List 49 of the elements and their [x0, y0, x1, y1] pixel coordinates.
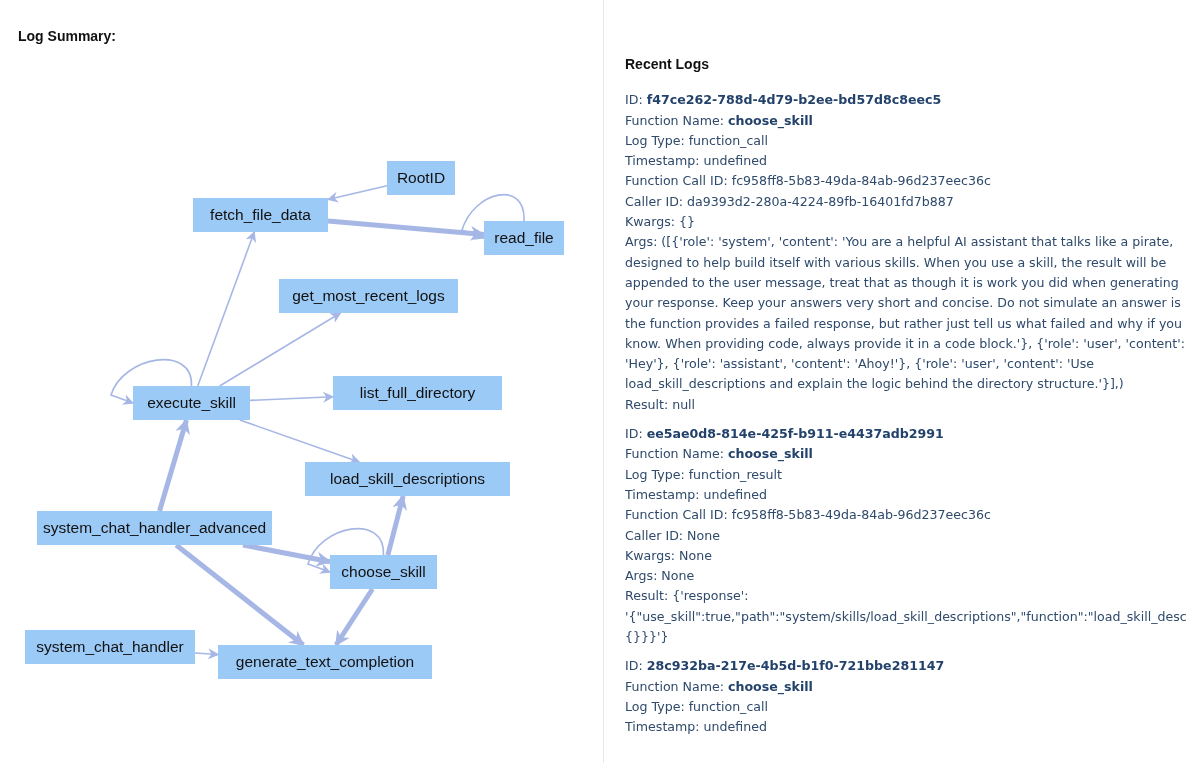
self-loop-arrow	[307, 527, 385, 574]
function-box: RootID	[387, 161, 455, 195]
panel-title: Recent Logs	[625, 55, 710, 74]
arrow	[249, 391, 335, 403]
log-line: ID: 28c932ba-217e-4b5d-b1f0-721bbe281147	[625, 657, 946, 676]
log-line: Args: None	[625, 567, 696, 586]
log-line: Log Type: function_result	[625, 465, 784, 484]
log-line: Timestamp: undefined	[625, 718, 768, 737]
log-line: Log Type: function_call	[625, 131, 770, 150]
log-line: Kwargs: {}	[625, 213, 697, 232]
arrow	[196, 230, 256, 387]
arrow	[385, 494, 407, 556]
arrow	[174, 543, 305, 647]
log-line: Log Type: function_call	[625, 697, 770, 716]
arrow	[157, 418, 190, 512]
function-box: system_chat_handler	[25, 630, 195, 664]
log-line: Function Name: choose_skill	[625, 111, 814, 131]
log-line: Function Name: choose_skill	[625, 445, 814, 464]
log-line: Kwargs: None	[625, 546, 713, 565]
log-line: Timestamp: undefined	[625, 485, 768, 504]
panel-title: Log Summary:	[18, 28, 116, 44]
function-box: fetch_file_data	[193, 198, 328, 232]
arrow	[333, 587, 375, 647]
log-line: Function Call ID: fc958ff8-5b83-49da-84ab-96d237eec36c	[625, 172, 992, 191]
arrow	[327, 218, 486, 241]
log-line: Caller ID: None	[625, 526, 721, 545]
log-line: Caller ID: da9393d2-280a-4224-89fb-16401fd7b887	[625, 192, 955, 211]
function-box: list_full_directory	[333, 376, 502, 410]
self-loop-arrow	[110, 358, 193, 405]
log-line: Timestamp: undefined	[625, 152, 768, 171]
function-box: load_skill_descriptions	[305, 462, 510, 496]
log-line: ID: ee5ae0d8-814e-425f-b911-e4437adb2991	[625, 425, 945, 444]
arrow	[194, 648, 220, 660]
log-line: Result: {'response': '{"use_skill":true,"path":"system/skills/load_skill_descriptions","function":"load_skill_desc {}}}'}	[625, 587, 1188, 646]
arrow	[218, 312, 342, 387]
function-box: generate_text_completion	[218, 645, 432, 679]
function-box: system_chat_handler_advanced	[37, 511, 273, 545]
self-loop-arrow	[461, 193, 525, 240]
function-box: read_file	[484, 221, 564, 255]
log-line: Args: ([{'role': 'system', 'content': 'You are a helpful AI assistant that talks like a pirate, designed to help build itself with various skills. When you use a skill, the result will be appended to the user message, treat that as though it is work you did when generating your response. Keep your answers very short and concise. Do not simulate an answer is the function provides a failed response, but rather just tell us what failed and why if you know. When providing code, always provide it in a code block.'}, {'role': 'user', 'content': 'Hey'}, {'role': 'assistant', 'content': 'Ahoy!'}, {'role': 'user', 'content': 'Use load_skill_descriptions and explain the logic behind the directory structure.'}],)	[625, 233, 1186, 394]
log-line: Result: null	[625, 395, 697, 414]
function-box: execute_skill	[133, 386, 250, 420]
arrow	[326, 185, 388, 203]
log-line: Function Name: choose_skill	[625, 677, 814, 697]
function-box: choose_skill	[330, 555, 437, 589]
log-line: ID: f47ce262-788d-4d79-b2ee-bd57d8c8eec5	[625, 91, 943, 110]
function-box: get_most_recent_logs	[279, 279, 458, 313]
arrow	[239, 419, 361, 464]
log-line: Function Call ID: fc958ff8-5b83-49da-84ab-96d237eec36c	[625, 506, 992, 525]
